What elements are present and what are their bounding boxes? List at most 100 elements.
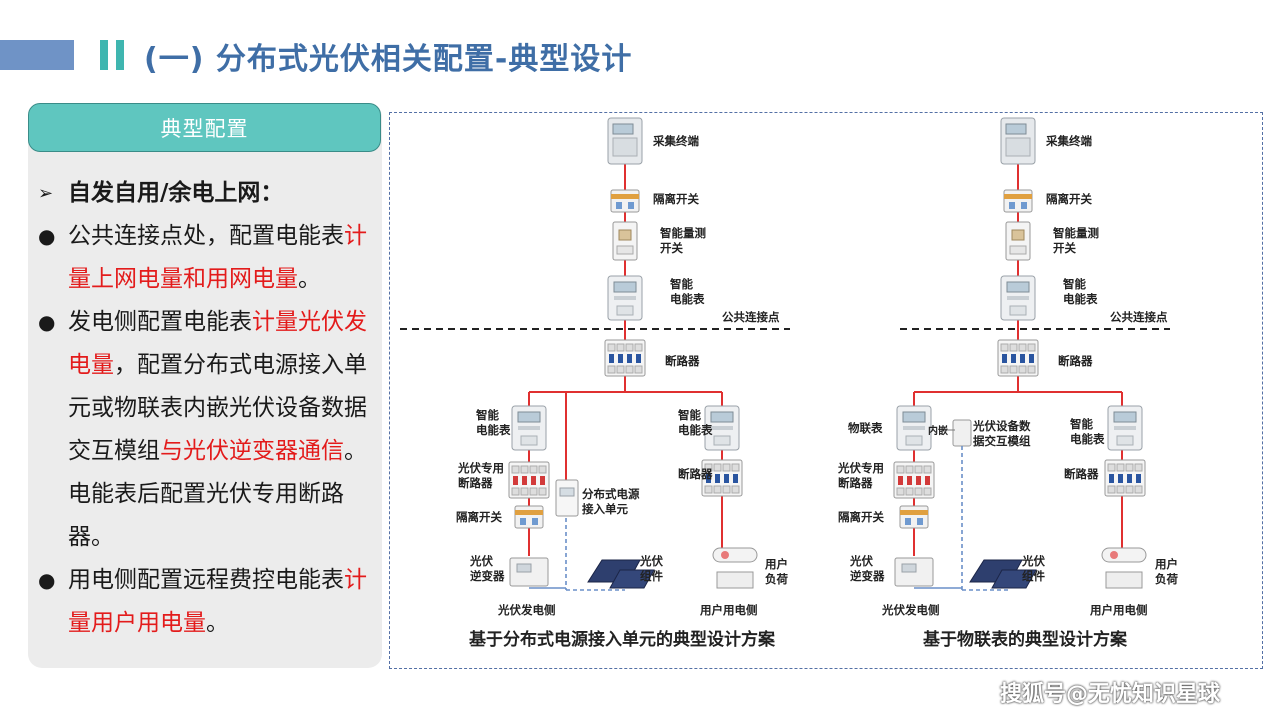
breaker-screw <box>896 465 905 474</box>
list-item-text: 。电能表后配置光伏专用断路器。 <box>68 438 367 550</box>
breaker-screw <box>616 343 625 352</box>
isolation-switch-icon <box>514 505 544 529</box>
config-list: ➢自发自用/余电上网：●公共连接点处，配置电能表计量上网电量和用网电量。●发电侧… <box>36 172 376 645</box>
breaker-icon <box>1104 459 1146 497</box>
user-load-icon <box>712 547 758 589</box>
meter-label-strip <box>903 426 925 430</box>
isolation-switch-icon <box>610 189 640 213</box>
diagram-label: 断路器 <box>838 476 873 490</box>
breaker-screw <box>1125 485 1134 494</box>
smart-measure-switch-icon <box>612 221 638 261</box>
inverter-display <box>516 563 532 573</box>
ac-outdoor-unit <box>716 571 754 589</box>
meter-display <box>902 411 926 423</box>
meter-display <box>710 411 734 423</box>
diagram-label: 负荷 <box>765 572 788 586</box>
switch-terminal <box>616 245 634 255</box>
breaker-screw <box>704 485 713 494</box>
breaker-screw <box>1107 463 1116 472</box>
diagram-label: 分布式电源 <box>582 487 640 501</box>
breaker-screw <box>905 465 914 474</box>
breaker-toggle <box>724 474 729 483</box>
isolation-switch-icon <box>899 505 929 529</box>
diagram-label: 接入单元 <box>582 502 628 516</box>
breaker-toggle <box>1136 474 1141 483</box>
smart-meter-icon <box>511 405 547 451</box>
breaker-screw <box>625 343 634 352</box>
switch-window <box>1009 202 1015 209</box>
meter-display <box>1113 411 1137 423</box>
bullet-icon: ● <box>38 224 56 248</box>
switch-handle-bar <box>900 510 928 515</box>
list-item-text: 。 <box>206 610 229 636</box>
pv-panel-b <box>609 569 655 589</box>
diagram-label: 光伏 <box>849 554 873 568</box>
diagram-label: 电能表 <box>678 423 713 437</box>
diagram-label: 逆变器 <box>850 569 885 583</box>
diagram-label: 智能量测 <box>1053 226 1099 240</box>
list-item: ●用电侧配置远程费控电能表计量用户用电量。 <box>36 559 376 645</box>
diagram-frame <box>389 112 1263 669</box>
diagram-label: 电能表 <box>1063 292 1098 306</box>
breaker-screw <box>731 463 740 472</box>
breaker-screw <box>713 463 722 472</box>
diagram-label: 开关 <box>660 241 683 255</box>
breaker-screw <box>914 487 923 496</box>
breaker-toggle <box>916 476 921 485</box>
arrow-bullet-icon: ➢ <box>38 183 54 204</box>
diagram-label: 光伏设备数 <box>972 419 1031 433</box>
breaker-toggle <box>907 476 912 485</box>
terminal-panel <box>612 137 638 157</box>
diagram-label: 隔离开关 <box>456 510 502 524</box>
switch-window <box>917 518 923 525</box>
diagram-label: 逆变器 <box>470 569 505 583</box>
pv-module-icon <box>587 559 655 589</box>
config-panel <box>28 103 382 668</box>
list-item: ➢自发自用/余电上网： <box>36 172 376 215</box>
breaker-screw <box>634 343 643 352</box>
switch-window <box>628 202 634 209</box>
air-conditioner <box>712 547 758 563</box>
list-item-text: 用电侧配置远程费控电能表 <box>68 567 344 593</box>
collection-terminal-icon <box>1000 117 1036 165</box>
diagram-label: 光伏发电侧 <box>881 603 940 617</box>
diagram-label: 断路器 <box>665 354 700 368</box>
meter-display <box>1006 281 1030 293</box>
breaker-screw <box>538 487 547 496</box>
breaker-screw <box>520 465 529 474</box>
diagram-label: 用户用电侧 <box>1089 603 1148 617</box>
breaker-screw <box>1125 463 1134 472</box>
breaker-screw <box>607 365 616 374</box>
inverter-icon <box>894 557 934 587</box>
switch-window <box>1021 202 1027 209</box>
data-module-icon <box>952 419 972 447</box>
diagram-label: 隔离开关 <box>653 192 699 206</box>
smart-meter-icon <box>704 405 740 451</box>
breaker-icon <box>701 459 743 497</box>
meter-label-strip <box>1007 296 1029 300</box>
breaker-screw <box>713 485 722 494</box>
pv-module-icon <box>969 559 1037 589</box>
diagram-label: 电能表 <box>670 292 705 306</box>
breaker-toggle <box>522 476 527 485</box>
breaker-screw <box>1000 343 1009 352</box>
diagram-label: 光伏 <box>1021 554 1045 568</box>
meter-label-strip <box>518 426 540 430</box>
ac-light <box>1110 551 1118 559</box>
pv-breaker-icon <box>508 461 550 499</box>
terminal-display <box>612 123 634 135</box>
meter-terminal <box>713 435 731 446</box>
pv-panel-b <box>991 569 1037 589</box>
collection-terminal-icon <box>607 117 643 165</box>
breaker-screw <box>923 465 932 474</box>
meter-display <box>613 281 637 293</box>
breaker-screw <box>511 487 520 496</box>
breaker-screw <box>529 465 538 474</box>
list-item: ●发电侧配置电能表计量光伏发电量，配置分布式电源接入单元或物联表内嵌光伏设备数据… <box>36 301 376 559</box>
diagram-label: 智能量测 <box>660 226 706 240</box>
breaker-screw <box>1134 463 1143 472</box>
breaker-screw <box>1134 485 1143 494</box>
diagram-label: 内嵌 <box>928 424 948 437</box>
breaker-screw <box>520 487 529 496</box>
